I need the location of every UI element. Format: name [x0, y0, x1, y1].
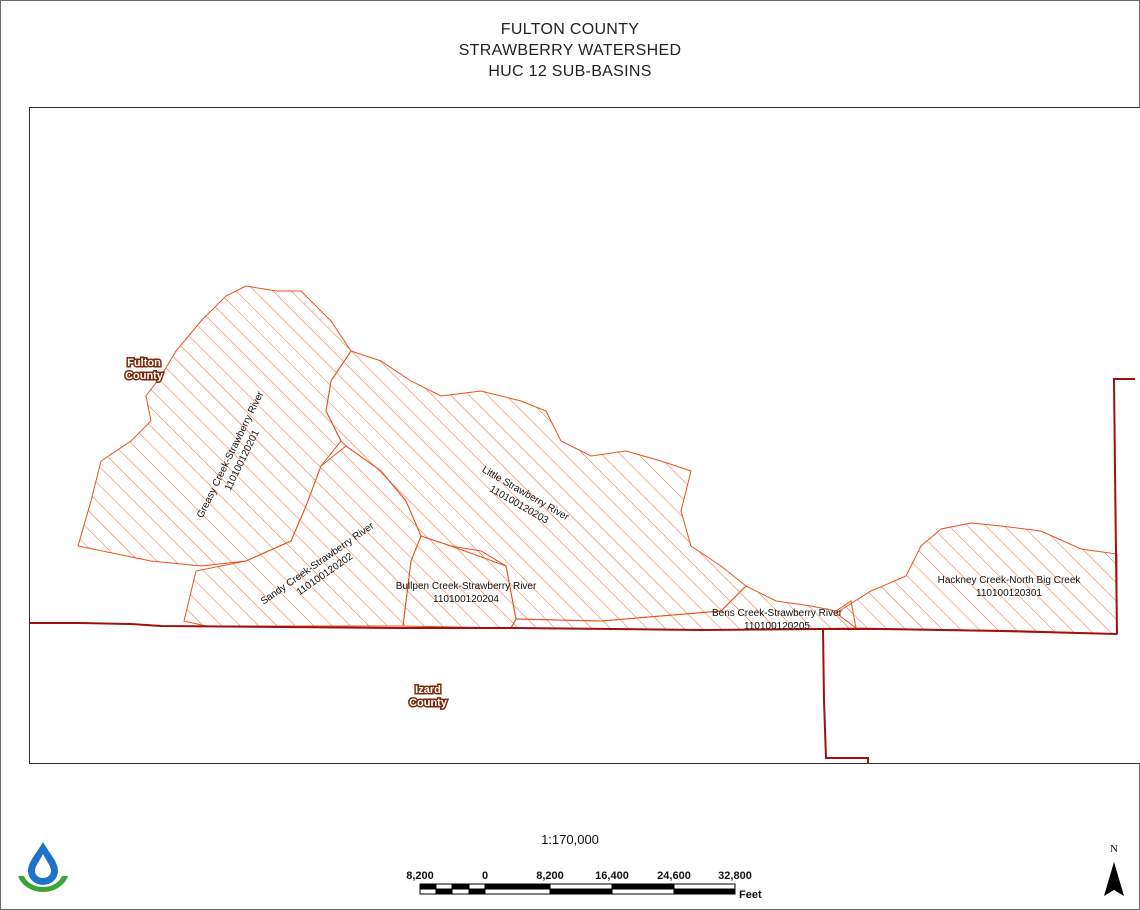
scale-bar-segments	[419, 883, 736, 895]
basin-label-bens-creek-code: 110100120205	[744, 621, 810, 632]
north-arrow-icon: N	[1104, 843, 1124, 896]
county-boundary-east	[1112, 378, 1135, 635]
scale-bar: 8,200 0 8,200 16,400 24,600 32,800 Feet	[406, 870, 762, 901]
county-label-izard-line1: Izard	[415, 684, 441, 696]
county-label-fulton-line2: County	[125, 370, 164, 382]
map-title-line-2: STRAWBERRY WATERSHED	[458, 42, 682, 59]
county-boundary-southeast	[822, 628, 869, 763]
scale-tick-label: 32,800	[718, 870, 752, 882]
water-drop-logo-icon	[18, 842, 68, 892]
basin-label-bullpen-creek-name: Bullpen Creek-Strawberry River	[396, 581, 537, 592]
scale-ratio: 1:170,000	[541, 832, 599, 847]
map-canvas[interactable]: Greasy Creek-Strawberry River 1101001202…	[30, 108, 1140, 763]
county-label-fulton: Fulton County	[124, 356, 166, 384]
scale-tick-label: 0	[482, 870, 488, 882]
scale-tick-label: 8,200	[536, 870, 564, 882]
county-label-izard: Izard County	[408, 683, 450, 711]
basin-label-hackney-creek-code: 110100120301	[976, 588, 1042, 599]
scale-unit: Feet	[739, 889, 762, 901]
basin-label-bens-creek-name: Bens Creek-Strawberry River	[712, 608, 843, 619]
scale-tick-label: 8,200	[406, 870, 434, 882]
basin-label-bullpen-creek-code: 110100120204	[433, 594, 499, 605]
county-label-fulton-line1: Fulton	[127, 357, 161, 369]
north-label: N	[1110, 843, 1118, 855]
map-title-line-3: HUC 12 SUB-BASINS	[488, 63, 652, 80]
basin-label-bullpen-creek: Bullpen Creek-Strawberry River 110100120…	[396, 581, 537, 605]
basin-label-hackney-creek-name: Hackney Creek-North Big Creek	[938, 575, 1082, 586]
basin-label-bens-creek: Bens Creek-Strawberry River 110100120205	[712, 608, 843, 632]
scale-tick-label: 16,400	[595, 870, 629, 882]
basin-label-hackney-creek: Hackney Creek-North Big Creek 1101001203…	[938, 575, 1082, 599]
county-boundary-south	[30, 622, 1118, 635]
map-title-line-1: FULTON COUNTY	[500, 21, 640, 38]
county-label-izard-line2: County	[409, 697, 448, 709]
scale-tick-label: 24,600	[657, 870, 691, 882]
map-frame[interactable]: Greasy Creek-Strawberry River 1101001202…	[29, 107, 1140, 764]
